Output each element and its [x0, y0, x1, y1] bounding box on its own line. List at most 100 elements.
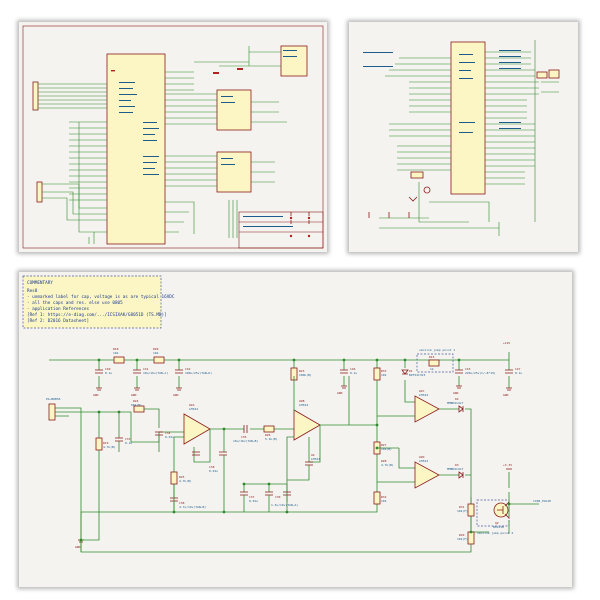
opamp-u2c	[414, 395, 440, 423]
commentary-line: Res8	[27, 288, 38, 294]
ref-label: R28	[381, 459, 387, 463]
ref-label: R23	[299, 369, 305, 373]
value-label: 4.7k(B)	[381, 463, 394, 467]
commentary-box	[22, 275, 162, 329]
value-label: 10k	[113, 351, 119, 355]
schematic-sheet-analog[interactable]: COMMENTARY Res8 - unmarked label for cap…	[19, 272, 572, 587]
value-label: 0.01u	[165, 435, 174, 439]
value-label: 10k	[381, 373, 387, 377]
ref-label: C46	[350, 367, 356, 371]
ref-label: R18	[113, 347, 119, 351]
ref-label: C40	[105, 367, 111, 371]
value-label: 0.1u	[515, 371, 522, 375]
opamp-u2a	[183, 413, 211, 445]
value-label: BSS138	[493, 525, 504, 529]
value-label: 10k(F)	[457, 537, 468, 541]
gnd-label: GND	[173, 393, 179, 397]
gnd-label: GND	[337, 391, 343, 395]
commentary-line: - application References	[27, 306, 89, 312]
jumper-label-1: vanlink jump point 1	[419, 348, 455, 352]
ref-label: U2C	[419, 389, 425, 393]
value-label: MMBD914LT	[447, 467, 463, 471]
gnd-label: GND	[453, 391, 459, 395]
value-label: 10k(B)	[381, 447, 392, 451]
value-label: 5.1k(B)	[265, 437, 278, 441]
value-label: 0.1u	[105, 371, 112, 375]
ref-label: C30	[275, 495, 281, 499]
ref-label: C42	[185, 367, 191, 371]
ref-label: R15	[429, 355, 435, 359]
value-label: BZT52C3V3	[409, 373, 425, 377]
jumper-box-1	[416, 353, 454, 373]
ref-label: U2D	[419, 455, 425, 459]
output-net-label: COIN_PULSE	[533, 499, 551, 503]
value-label: 10u/16v(TAN~C)	[143, 371, 168, 375]
ref-label: R26	[265, 433, 271, 437]
value-label: 1k	[430, 367, 434, 371]
jumper-box-2	[476, 499, 510, 527]
ref-label: U2B	[299, 399, 305, 403]
value-label: 10k	[153, 351, 159, 355]
value-label: 10k(F)	[457, 509, 468, 513]
value-label: 4.7k(B)	[103, 445, 116, 449]
ref-label: R25	[179, 475, 185, 479]
ref-label: R24	[133, 399, 139, 403]
value-label: 100k(B)	[299, 373, 312, 377]
value-label: LM324	[419, 393, 428, 397]
jumper-label-2: vanlink jump point 2	[477, 531, 513, 535]
ref-label: R19	[103, 441, 109, 445]
value-label: LM324	[419, 459, 428, 463]
gnd-label: GND	[75, 545, 81, 549]
gnd-label: GND	[503, 393, 509, 397]
commentary-line: - all the caps and res. else use 0805	[27, 300, 123, 306]
value-label: LM324	[189, 407, 198, 411]
schematic-sheet-mcu[interactable]	[19, 22, 327, 252]
commentary-title: COMMENTARY	[27, 280, 53, 286]
opamp-u2b	[293, 409, 321, 441]
commentary-line: [Ref 1: https://e-diag.com/.../ICSIXAK/G…	[27, 312, 167, 318]
value-label: MMBD914LT	[447, 401, 463, 405]
ref-label: D1	[409, 369, 413, 373]
ref-label: D2	[455, 397, 459, 401]
opamp-u2d	[414, 461, 440, 489]
value-label: 10k	[381, 499, 387, 503]
value-label: 0.1u	[350, 371, 357, 375]
schematic-mcu-drawing	[22, 25, 324, 249]
schematic-analog-drawing: COMMENTARY Res8 - unmarked label for cap…	[22, 275, 551, 553]
rail-label: +3.3V	[503, 463, 512, 467]
ref-label: C41	[143, 367, 149, 371]
commentary-line: [Ref 2: D2016 Datasheet]	[27, 318, 89, 324]
ref-label: C34	[165, 431, 171, 435]
value-label: 0.1u	[125, 441, 132, 445]
gnd-label: GND	[93, 393, 99, 397]
value-label: 4.7u/16v(TAN~B)	[179, 505, 206, 509]
gnd-label: GND	[131, 393, 137, 397]
value-label: 220u/25v(C/~8*19)	[465, 371, 496, 375]
ref-label: C47	[515, 367, 521, 371]
value-label: 100u/25v(TAN~D)	[185, 371, 212, 375]
value-label: LM324	[311, 457, 320, 461]
ref-label: C37	[249, 495, 255, 499]
value-label: 4.7k(B)	[179, 479, 192, 483]
schematic-sheet-io[interactable]	[349, 22, 578, 252]
value-label: LM324	[299, 403, 308, 407]
ref-label: R31	[459, 505, 465, 509]
commentary-line: - unmarked label for cap, voltage is as …	[27, 294, 175, 300]
connector-label: P4~BDB56	[46, 397, 61, 401]
ref-label: C43	[465, 367, 471, 371]
rail-label: +12V	[503, 341, 510, 345]
ref-label: R29	[459, 533, 465, 537]
ref-label: C38	[179, 501, 185, 505]
ref-label: R27	[381, 443, 387, 447]
ref-label: C33	[125, 437, 131, 441]
ref-label: R33	[381, 369, 387, 373]
ref-label: U2	[311, 453, 315, 457]
value-label: 1.5u/16v(TAN~A)	[271, 503, 298, 507]
value-label: 68k(B)	[131, 403, 142, 407]
ref-label: C35	[241, 435, 247, 439]
ref-label: D3	[455, 463, 459, 467]
ref-label: R32	[381, 495, 387, 499]
ref-label: C38	[209, 465, 215, 469]
ref-label: Q2	[495, 521, 499, 525]
ref-label: U2A	[189, 403, 195, 407]
